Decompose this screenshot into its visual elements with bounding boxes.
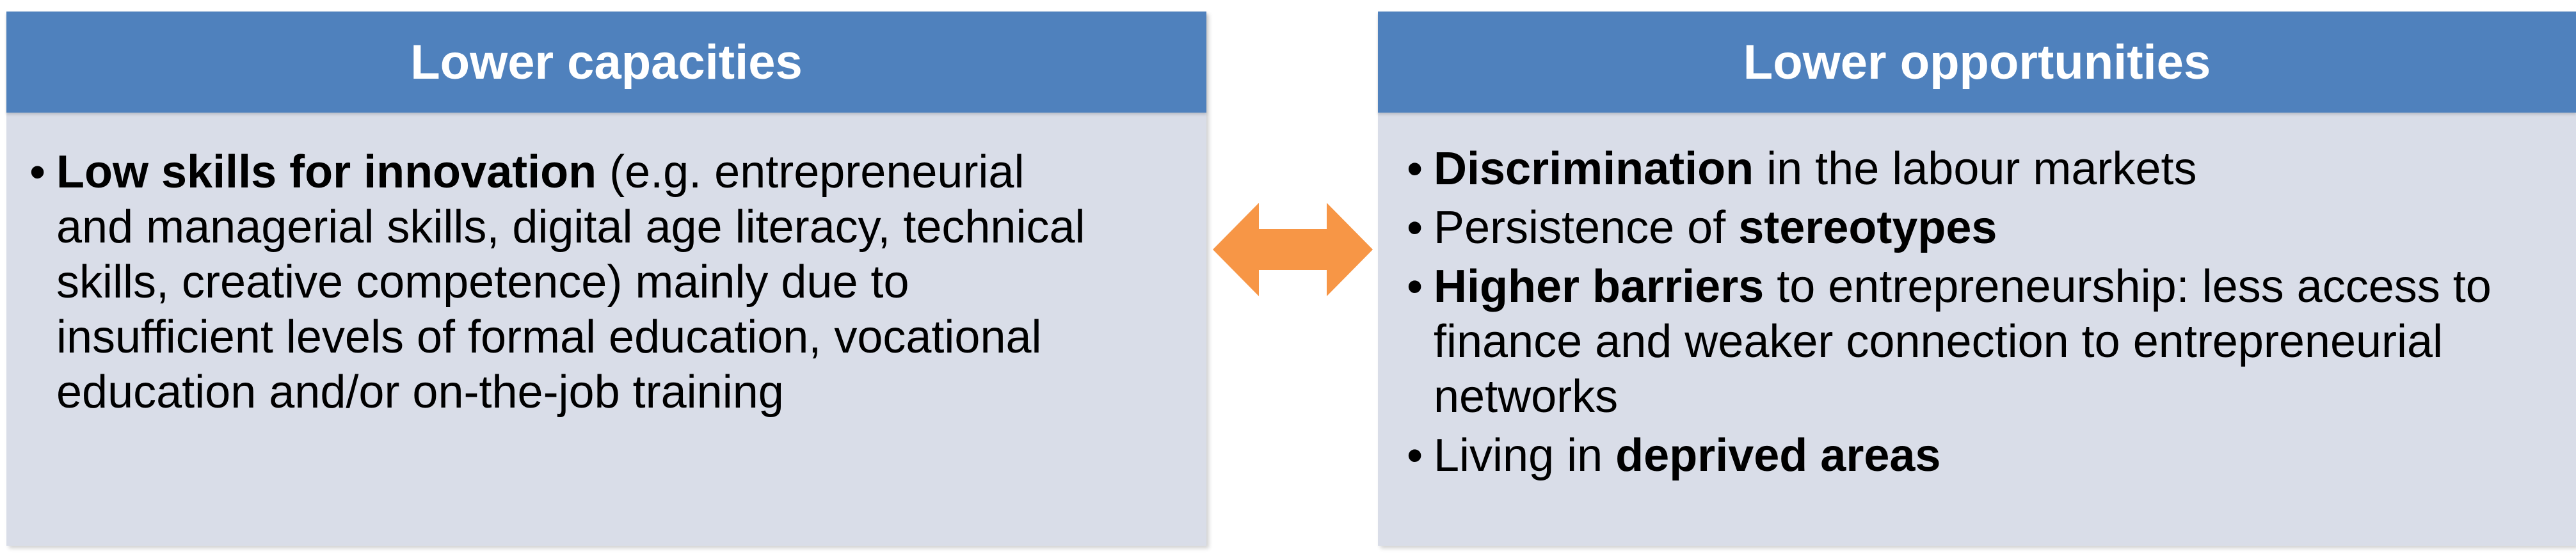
lower-capacities-title: Lower capacities bbox=[6, 12, 1206, 113]
list-item: Low skills for innovation (e.g. entrepre… bbox=[29, 145, 1104, 420]
bullet-bold-text: deprived areas bbox=[1615, 430, 1941, 481]
lower-capacities-box: Lower capacities Low skills for innovati… bbox=[6, 12, 1206, 546]
bullet-bold-text: Low skills for innovation bbox=[56, 147, 597, 198]
bullet-bold-text: Discrimination bbox=[1434, 143, 1754, 195]
bullet-text: Living in bbox=[1434, 430, 1616, 481]
list-item: Discrimination in the labour markets bbox=[1407, 141, 2525, 196]
double-arrow-shape bbox=[1213, 203, 1373, 296]
bullet-text: (e.g. entrepreneurial and managerial ski… bbox=[56, 147, 1085, 418]
list-item: Living in deprived areas bbox=[1407, 428, 2525, 483]
list-item: Persistence of stereotypes bbox=[1407, 200, 2525, 255]
lower-opportunities-box: Lower opportunities Discrimination in th… bbox=[1378, 12, 2576, 546]
double-arrow-icon bbox=[1213, 203, 1373, 296]
lower-opportunities-body: Discrimination in the labour markets Per… bbox=[1378, 113, 2576, 483]
bullet-text: to entrepreneurship: less access to fina… bbox=[1434, 261, 2492, 422]
lower-opportunities-title: Lower opportunities bbox=[1378, 12, 2576, 113]
bullet-text: in the labour markets bbox=[1754, 143, 2197, 195]
bullet-text: Persistence of bbox=[1434, 202, 1739, 253]
list-item: Higher barriers to entrepreneurship: les… bbox=[1407, 259, 2525, 424]
bullet-bold-text: stereotypes bbox=[1738, 202, 1997, 253]
bullet-bold-text: Higher barriers bbox=[1434, 261, 1764, 312]
lower-capacities-body: Low skills for innovation (e.g. entrepre… bbox=[6, 113, 1206, 420]
